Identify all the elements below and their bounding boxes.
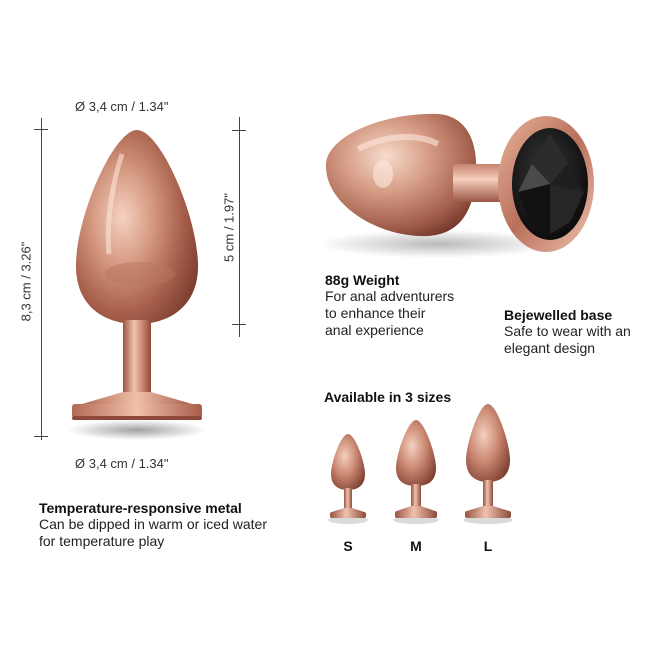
feature-temperature-desc-line-1: Can be dipped in warm or iced water	[39, 516, 268, 532]
total-length-tick-bottom	[34, 436, 48, 437]
top-diameter-label: Ø 3,4 cm / 1.34"	[75, 99, 169, 114]
feature-bejewelled-title: Bejewelled base	[504, 307, 613, 323]
total-length-dimension-line	[41, 118, 42, 440]
insertable-length-tick-top	[232, 130, 246, 131]
main-product-image	[62, 124, 212, 444]
size-m-image	[393, 418, 439, 524]
sizes-title: Available in 3 sizes	[324, 389, 452, 405]
feature-weight-desc-line-2: to enhance their	[325, 305, 426, 321]
feature-temperature: Temperature-responsive metal Can be dipp…	[39, 500, 319, 550]
insertable-length-label: 5 cm / 1.97"	[221, 193, 237, 262]
total-length-tick-top	[34, 129, 48, 130]
size-m-label: M	[410, 538, 422, 554]
size-s-image	[328, 432, 368, 524]
feature-temperature-desc-line-2: for temperature play	[39, 533, 165, 549]
feature-weight-desc-line-1: For anal adventurers	[325, 288, 455, 304]
size-s-label: S	[343, 538, 353, 554]
total-length-label: 8,3 cm / 3.26"	[18, 241, 34, 322]
feature-temperature-title: Temperature-responsive metal	[39, 500, 242, 516]
size-l-label: L	[483, 538, 493, 554]
insertable-length-tick-bottom	[232, 324, 246, 325]
bottom-diameter-label: Ø 3,4 cm / 1.34"	[75, 456, 169, 471]
feature-bejewelled-desc-line-1: Safe to wear with an	[504, 323, 631, 339]
feature-weight-desc-line-3: anal experience	[325, 322, 424, 338]
feature-weight-title: 88g Weight	[325, 272, 400, 288]
feature-bejewelled-desc-line-2: elegant design	[504, 340, 596, 356]
side-product-image	[318, 104, 608, 269]
size-l-image	[463, 402, 513, 524]
feature-weight: 88g Weight For anal adventurers to enhan…	[325, 272, 495, 339]
feature-bejewelled-base: Bejewelled base Safe to wear with an ele…	[504, 307, 650, 357]
insertable-length-dimension-line	[239, 117, 240, 337]
